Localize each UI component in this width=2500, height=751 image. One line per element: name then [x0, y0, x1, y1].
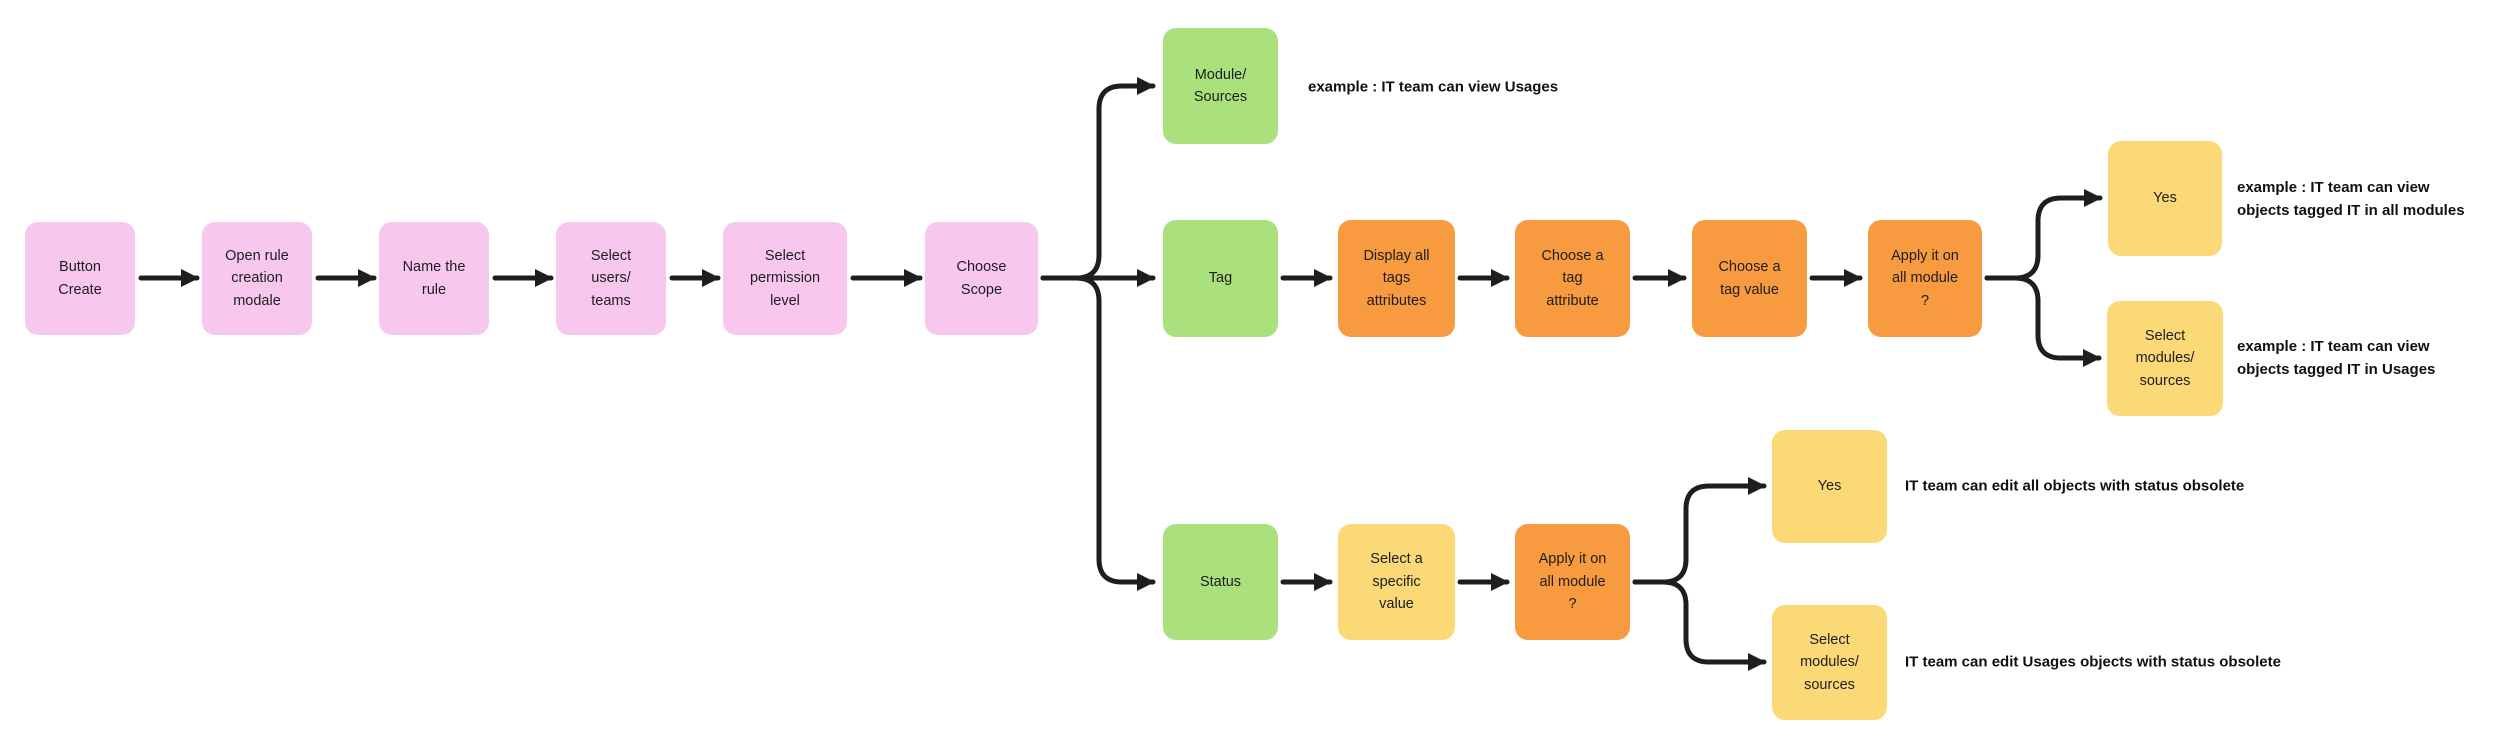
- connector-scope-to-status: [1040, 275, 1156, 591]
- connector-apply-to-select-mid: [1984, 275, 2102, 367]
- node-select-modules-sources-tag: Select modules/ sources: [2107, 301, 2223, 416]
- node-select-permission-level: Select permission level: [723, 222, 847, 335]
- node-select-users-teams: Select users/ teams: [556, 222, 666, 335]
- annotation-yes-tag-example: example : IT team can view objects tagge…: [2237, 178, 2465, 219]
- connector-apply-to-yes-bot: [1632, 477, 1767, 585]
- connector-apply-to-select-bot: [1632, 579, 1767, 671]
- node-display-all-tags-attributes: Display all tags attributes: [1338, 220, 1455, 337]
- node-open-rule-creation-modal: Open rule creation modale: [202, 222, 312, 335]
- connector-scope-to-module: [1040, 77, 1156, 281]
- node-status: Status: [1163, 524, 1278, 640]
- node-module-sources: Module/ Sources: [1163, 28, 1278, 144]
- node-choose-scope: Choose Scope: [925, 222, 1038, 335]
- node-choose-tag-attribute: Choose a tag attribute: [1515, 220, 1630, 337]
- node-apply-all-module-tag: Apply it on all module ?: [1868, 220, 1982, 337]
- node-yes-status: Yes: [1772, 430, 1887, 543]
- node-apply-all-module-status: Apply it on all module ?: [1515, 524, 1630, 640]
- annotation-select-tag-example: example : IT team can view objects tagge…: [2237, 337, 2436, 378]
- node-name-the-rule: Name the rule: [379, 222, 489, 335]
- annotation-yes-status-example: IT team can edit all objects with status…: [1905, 477, 2245, 495]
- annotation-select-status-example: IT team can edit Usages objects with sta…: [1905, 653, 2281, 671]
- annotation-module-example: example : IT team can view Usages: [1308, 78, 1559, 96]
- node-select-specific-value: Select a specific value: [1338, 524, 1455, 640]
- node-tag: Tag: [1163, 220, 1278, 337]
- connector-apply-to-yes-mid: [1984, 189, 2103, 281]
- node-choose-tag-value: Choose a tag value: [1692, 220, 1807, 337]
- node-button-create: Button Create: [25, 222, 135, 335]
- node-select-modules-sources-status: Select modules/ sources: [1772, 605, 1887, 720]
- node-yes-tag: Yes: [2108, 141, 2222, 256]
